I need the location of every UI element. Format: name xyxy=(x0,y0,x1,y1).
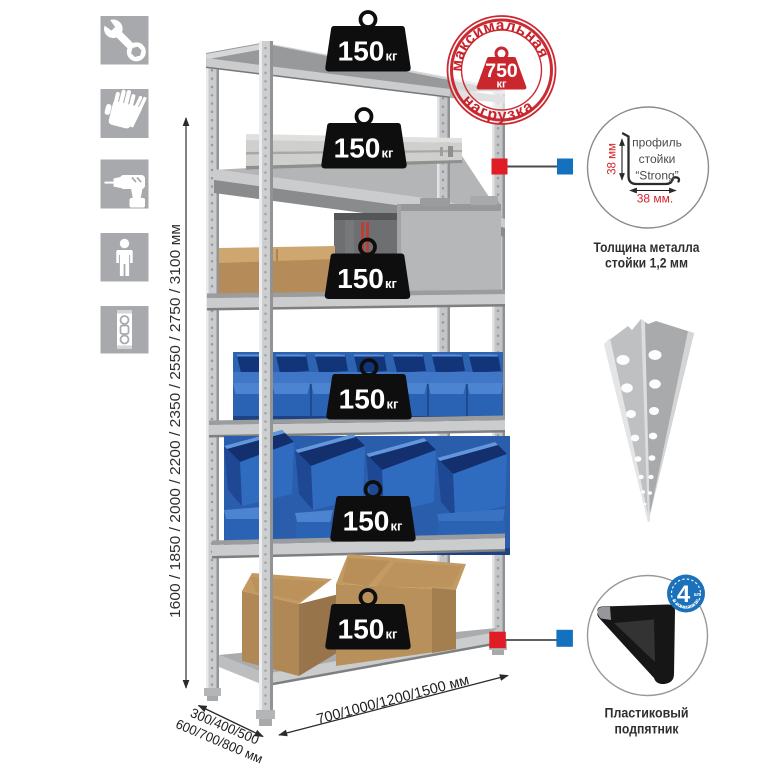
svg-text:Пластиковый: Пластиковый xyxy=(605,705,689,721)
svg-text:750: 750 xyxy=(485,60,518,82)
svg-text:1600 / 1850 / 2000 / 2200 / 23: 1600 / 1850 / 2000 / 2200 / 2350 / 2550 … xyxy=(167,224,184,618)
svg-text:38 мм.: 38 мм. xyxy=(637,192,674,206)
svg-text:подпятник: подпятник xyxy=(615,721,680,737)
svg-text:профиль: профиль xyxy=(632,136,682,150)
svg-text:кг: кг xyxy=(496,79,507,91)
svg-text:стойки: стойки xyxy=(639,152,676,166)
svg-text:Толщина металла: Толщина металла xyxy=(594,239,700,255)
svg-text:шт: шт xyxy=(694,592,701,598)
svg-text:4: 4 xyxy=(677,581,691,608)
svg-text:“Strong”: “Strong” xyxy=(635,169,678,183)
svg-text:стойки 1,2 мм: стойки 1,2 мм xyxy=(605,255,688,271)
svg-text:38 мм: 38 мм xyxy=(607,143,619,175)
svg-text:700/1000/1200/1500 мм: 700/1000/1200/1500 мм xyxy=(315,672,471,728)
